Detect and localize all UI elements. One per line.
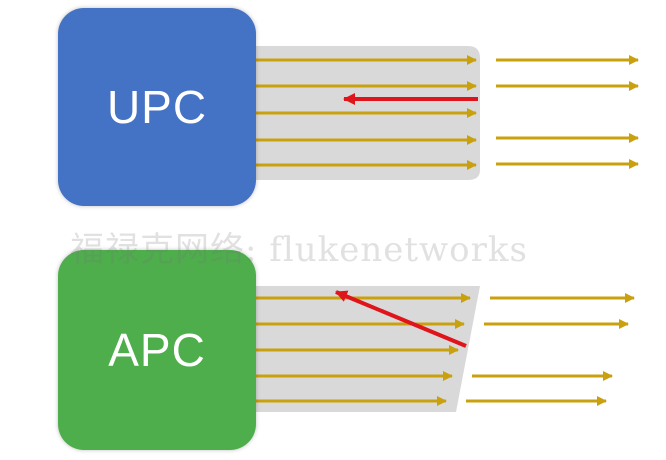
apc-connector-box: APC [58, 250, 256, 450]
upc-incident-rays [256, 55, 477, 170]
upc-transmitted-rays [496, 55, 639, 169]
apc-reflection-arrow [335, 290, 467, 348]
upc-connector-box: UPC [58, 8, 256, 206]
apc-transmitted-rays [466, 293, 635, 406]
apc-label: APC [108, 324, 206, 376]
apc-incident-rays [256, 293, 471, 406]
upc-label: UPC [106, 81, 208, 133]
watermark: 福禄克网络: flukenetworks [70, 230, 528, 270]
